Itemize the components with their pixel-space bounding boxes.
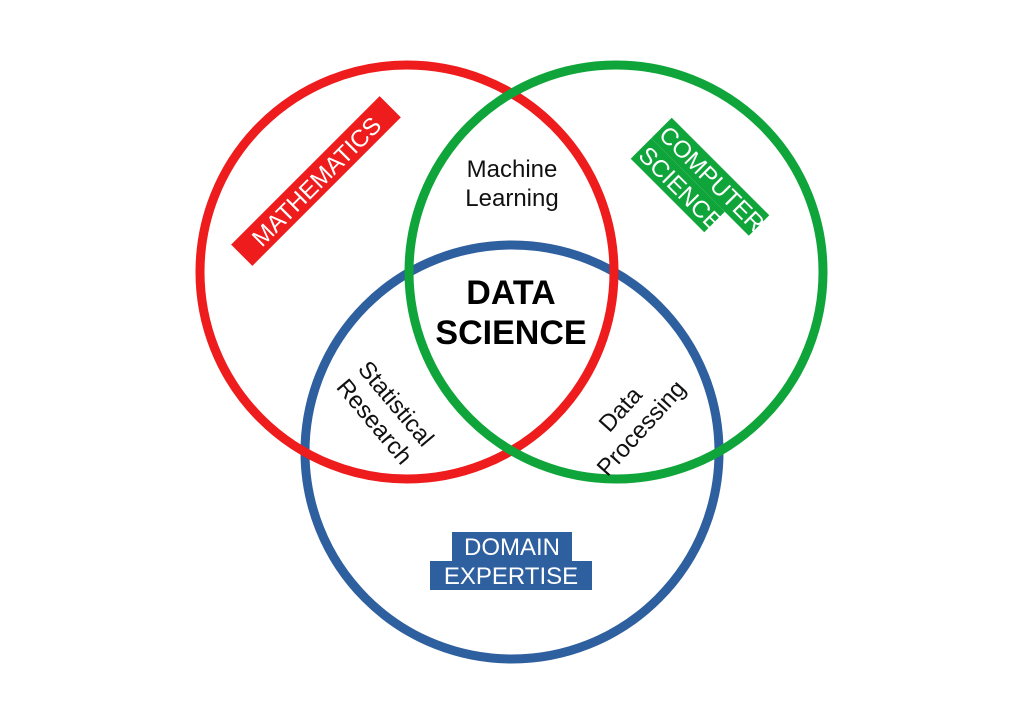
computer-science-circle [404, 60, 828, 484]
domain-expertise-label: DOMAIN EXPERTISE [430, 532, 592, 590]
mathematics-label-background [231, 96, 401, 266]
mathematics-circle [195, 60, 619, 484]
computer-science-label: COMPUTER SCIENCE [630, 117, 770, 237]
domain-expertise-label-line2: EXPERTISE [444, 563, 578, 590]
machine-learning-line1: Machine [467, 156, 558, 183]
statistical-research-label: Statistical Research [331, 356, 439, 470]
computer-science-label-background-line1 [651, 117, 770, 236]
domain-expertise-label-background-line1 [452, 532, 572, 561]
mathematics-label-text: MATHEMATICS [247, 112, 387, 252]
data-science-line2: SCIENCE [435, 314, 586, 352]
data-science-line1: DATA [466, 274, 555, 312]
computer-science-label-background-line2 [630, 138, 725, 233]
domain-expertise-label-background-line2 [430, 561, 592, 590]
machine-learning-line2: Learning [465, 185, 558, 212]
mathematics-label: MATHEMATICS [231, 96, 401, 266]
domain-expertise-label-line1: DOMAIN [464, 534, 560, 561]
